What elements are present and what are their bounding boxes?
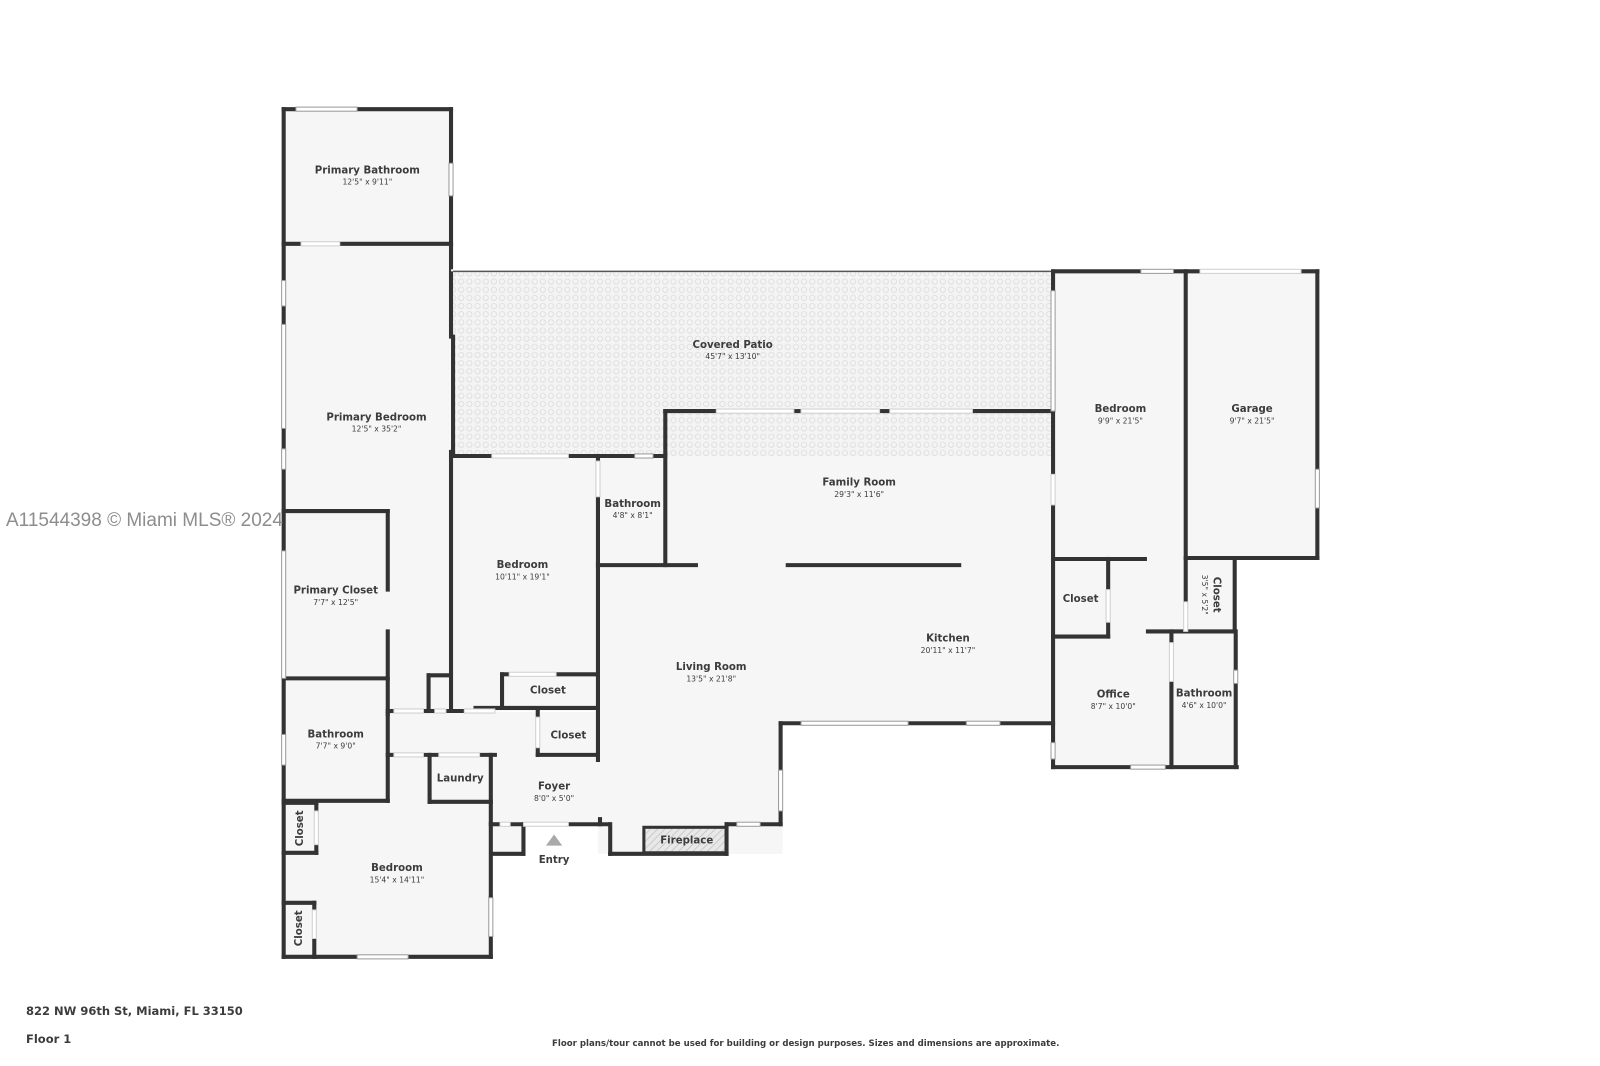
room-foyer-name: Foyer (538, 782, 570, 793)
room-family-room-name: Family Room (822, 478, 895, 489)
room-closet-garage-name: Closet (1210, 577, 1221, 613)
disclaimer: Floor plans/tour cannot be used for buil… (552, 1039, 1060, 1049)
room-closet-sw-lower-name: Closet (294, 910, 305, 946)
room-bedroom-east-dim: 9'9" x 21'5" (1098, 416, 1143, 425)
room-bedroom-center-dim: 10'11" x 19'1" (495, 572, 550, 581)
room-closet-east-name: Closet (1063, 594, 1099, 605)
room-bedroom-sw-dim: 15'4" x 14'11" (370, 875, 425, 884)
room-labels: Primary Bathroom 12'5" x 9'11" Primary B… (293, 165, 1274, 946)
room-closet-center-a-name: Closet (530, 686, 566, 697)
room-laundry-name: Laundry (437, 773, 484, 784)
room-primary-bedroom-name: Primary Bedroom (326, 412, 426, 423)
room-living-room-name: Living Room (676, 662, 747, 673)
room-primary-closet-dim: 7'7" x 12'5" (313, 598, 358, 607)
room-living-room-dim: 13'5" x 21'8" (686, 674, 736, 683)
room-bedroom-center-name: Bedroom (497, 560, 549, 571)
mls-watermark: A11544398 © Miami MLS® 2024 (6, 510, 283, 531)
entry-arrow-icon (545, 834, 563, 846)
room-covered-patio-dim: 45'7" x 13'10" (705, 352, 760, 361)
room-closet-sw-upper-name: Closet (295, 810, 306, 846)
room-closet-center-b-name: Closet (550, 731, 586, 742)
door-openings (300, 241, 1302, 939)
room-primary-bathroom-dim: 12'5" x 9'11" (342, 178, 392, 187)
floor-label: Floor 1 (26, 1032, 72, 1046)
windows (281, 106, 1320, 960)
room-primary-bathroom-name: Primary Bathroom (315, 165, 420, 176)
room-kitchen-name: Kitchen (926, 634, 970, 645)
fireplace-hearth (642, 825, 729, 855)
entry-label: Entry (539, 855, 570, 866)
room-covered-patio-name: Covered Patio (693, 340, 773, 351)
room-bathroom-west-dim: 7'7" x 9'0" (316, 742, 356, 751)
room-family-room-dim: 29'3" x 11'6" (834, 490, 884, 499)
room-foyer-dim: 8'0" x 5'0" (534, 794, 574, 803)
room-bathroom-east-dim: 4'6" x 10'0" (1182, 701, 1227, 710)
walls (281, 107, 1320, 959)
room-bedroom-east-name: Bedroom (1095, 404, 1147, 415)
room-kitchen-dim: 20'11" x 11'7" (921, 646, 976, 655)
room-closet-garage-dim: 3'5" x 5'2" (1200, 575, 1209, 615)
room-bathroom-east-name: Bathroom (1176, 689, 1232, 700)
room-office-name: Office (1097, 690, 1130, 701)
room-bathroom-center-dim: 4'8" x 8'1" (613, 511, 653, 520)
room-primary-bedroom-dim: 12'5" x 35'2" (352, 425, 402, 434)
room-primary-closet-name: Primary Closet (293, 586, 378, 597)
room-office-dim: 8'7" x 10'0" (1091, 702, 1136, 711)
room-fills (283, 109, 1318, 957)
property-address: 822 NW 96th St, Miami, FL 33150 (26, 1004, 243, 1018)
room-bathroom-center-name: Bathroom (604, 499, 660, 510)
fireplace-label: Fireplace (660, 836, 713, 847)
room-garage-dim: 9'7" x 21'5" (1230, 416, 1275, 425)
room-bedroom-sw-name: Bedroom (371, 863, 423, 874)
room-bathroom-west-name: Bathroom (308, 730, 364, 741)
room-garage-name: Garage (1231, 404, 1272, 415)
